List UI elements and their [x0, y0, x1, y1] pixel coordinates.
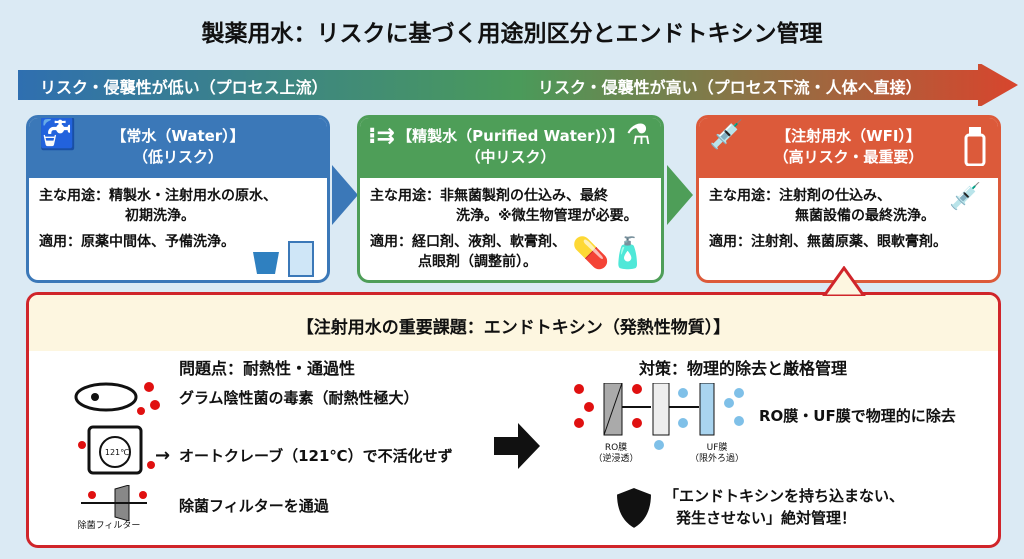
- problem-item: グラム陰性菌の毒素（耐熱性極大）: [179, 389, 419, 407]
- use-text-2: 初期洗浄。: [125, 208, 195, 224]
- filter-mist-icon: ⁝⇉: [368, 124, 395, 149]
- filter-icon: [81, 485, 147, 521]
- ro-label: RO膜（逆浸透）: [591, 443, 641, 465]
- card-risk: （中リスク）: [465, 148, 556, 166]
- risk-gradient-arrow: [18, 64, 1018, 106]
- measure-item: RO膜・UF膜で物理的に除去: [759, 407, 956, 425]
- apply-text-2: 点眼剤（調整前）。: [418, 254, 537, 270]
- pills-ointment-eyedrop-icon: 💊🧴: [572, 236, 647, 271]
- faucet-icon: 🚰: [39, 117, 77, 152]
- risk-low-label: リスク・侵襲性が低い（プロセス上流）: [40, 78, 328, 97]
- chevron-right-icon: [332, 165, 358, 225]
- ro-sub: （逆浸透）: [593, 454, 639, 464]
- problem-item: 除菌フィルターを通過: [179, 497, 329, 515]
- uf-name: UF膜: [706, 443, 728, 453]
- panel-title: 【注射用水の重要課題：エンドトキシン（発熱性物質）】: [29, 295, 998, 351]
- uf-sub: （限外ろ過）: [689, 454, 744, 464]
- use-label: 主な用途：: [370, 188, 440, 204]
- syringe-icon: 💉: [709, 118, 744, 151]
- ro-name: RO膜: [604, 443, 628, 453]
- risk-high-label: リスク・侵襲性が高い（プロセス下流・人体へ直接）: [538, 78, 922, 97]
- apply-text: 適用：経口剤、液剤、軟膏剤、: [370, 234, 566, 250]
- membrane-diagram: [574, 383, 744, 450]
- filter-label: 除菌フィルター: [77, 521, 141, 531]
- apply-text: 適用：原薬中間体、予備洗浄。: [39, 234, 235, 250]
- big-arrow-icon: [494, 423, 540, 469]
- slogan: 「エンドトキシンを持ち込まない、発生させない」絶対管理！: [664, 485, 904, 529]
- autoclave-temp: 121℃: [104, 448, 130, 457]
- use-text: 非無菌製剤の仕込み、最終: [440, 188, 608, 204]
- vial-icon: [964, 127, 986, 166]
- card-title: 【常水（Water）】: [111, 127, 245, 145]
- pointer-triangle: [822, 266, 866, 296]
- card-title: 【精製水（Purified Water)）】: [397, 127, 624, 145]
- problem-title: 問題点：耐熱性・通過性: [179, 359, 356, 378]
- measure-title: 対策：物理的除去と厳格管理: [639, 359, 848, 378]
- problem-item: オートクレーブ（121℃）で不活化せず: [179, 447, 453, 465]
- use-label: 主な用途：: [709, 188, 779, 204]
- shield-icon: [614, 485, 654, 531]
- card-water: 🚰 【常水（Water）】 （低リスク） 主な用途：精製水・注射用水の原水、初期…: [26, 115, 330, 283]
- use-text-2: 無菌設備の最終洗浄。: [795, 208, 935, 224]
- card-purified-water: ⁝⇉ ⚗ 【精製水（Purified Water)）】 （中リスク） 主な用途：…: [357, 115, 664, 283]
- card-risk: （低リスク）: [132, 148, 223, 166]
- card-wfi: 💉 【注射用水（WFI）】 （高リスク・最重要） 主な用途：注射剤の仕込み、無菌…: [696, 115, 1001, 283]
- autoclave-icon: [78, 425, 155, 475]
- bacteria-icon: [74, 382, 160, 415]
- card-title: 【注射用水（WFI）】: [776, 127, 921, 145]
- use-label: 主な用途：: [39, 188, 109, 204]
- use-text: 精製水・注射用水の原水、: [109, 188, 277, 204]
- chevron-right-icon: [667, 165, 693, 225]
- slogan-line-2: 発生させない」絶対管理！: [676, 509, 857, 527]
- bucket-beaker-icon: [253, 241, 314, 277]
- slogan-line-1: 「エンドトキシンを持ち込まない、: [664, 487, 905, 505]
- use-text-2: 洗浄。※微生物管理が必要。: [456, 208, 638, 224]
- use-text: 注射剤の仕込み、: [779, 188, 891, 204]
- page-title: 製薬用水：リスクに基づく用途別区分とエンドトキシン管理: [201, 21, 823, 47]
- apply-text: 適用：注射剤、無菌原薬、眼軟膏剤。: [709, 234, 947, 250]
- uf-label: UF膜（限外ろ過）: [689, 443, 745, 465]
- flask-icon: ⚗: [625, 118, 651, 151]
- endotoxin-panel: 【注射用水の重要課題：エンドトキシン（発熱性物質）】 問題点：耐熱性・通過性 対…: [26, 292, 1001, 548]
- arrow-right-icon: →: [155, 445, 171, 466]
- card-risk: （高リスク・最重要）: [773, 148, 924, 166]
- injection-arm-icon: 💉: [949, 182, 982, 212]
